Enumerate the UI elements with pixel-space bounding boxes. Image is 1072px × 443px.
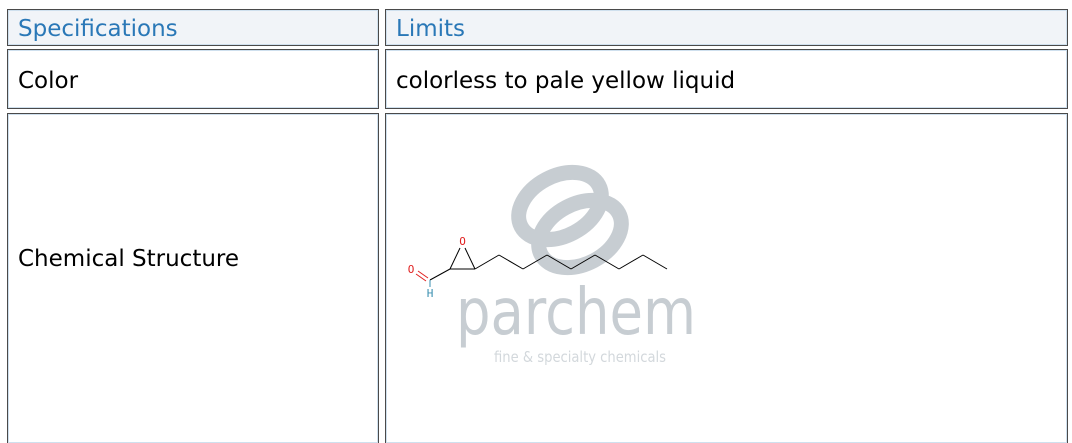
row-color-spec-label: Color [18,68,79,94]
row-structure-spec-label: Chemical Structure [18,246,240,272]
row-color-limit: colorless to pale yellow liquid [385,49,1068,109]
aldehyde-double-bond [415,270,429,282]
header-limits: Limits [385,9,1068,46]
molecule-bonds [429,247,668,281]
atom-o-aldehyde: O [408,263,415,276]
header-specifications: Specifications [7,9,379,46]
atom-o-epoxide: O [459,235,466,248]
row-color-spec: Color [7,49,379,109]
header-specifications-label: Specifications [18,16,178,42]
row-structure-limit: parchem fine & specialty chemicals [385,113,1068,443]
header-limits-label: Limits [396,16,465,42]
parchem-watermark: parchem fine & specialty chemicals [456,164,696,366]
parchem-tagline: fine & specialty chemicals [494,348,666,366]
parchem-wordmark: parchem [456,276,696,350]
parchem-rings-logo [511,164,629,276]
atom-h: H [427,287,434,300]
chemical-structure-diagram: O O H [408,235,668,300]
row-color-limit-value: colorless to pale yellow liquid [396,68,736,94]
row-structure-spec: Chemical Structure [7,113,379,443]
specifications-table: Specifications Limits Color colorless to… [7,9,1068,443]
